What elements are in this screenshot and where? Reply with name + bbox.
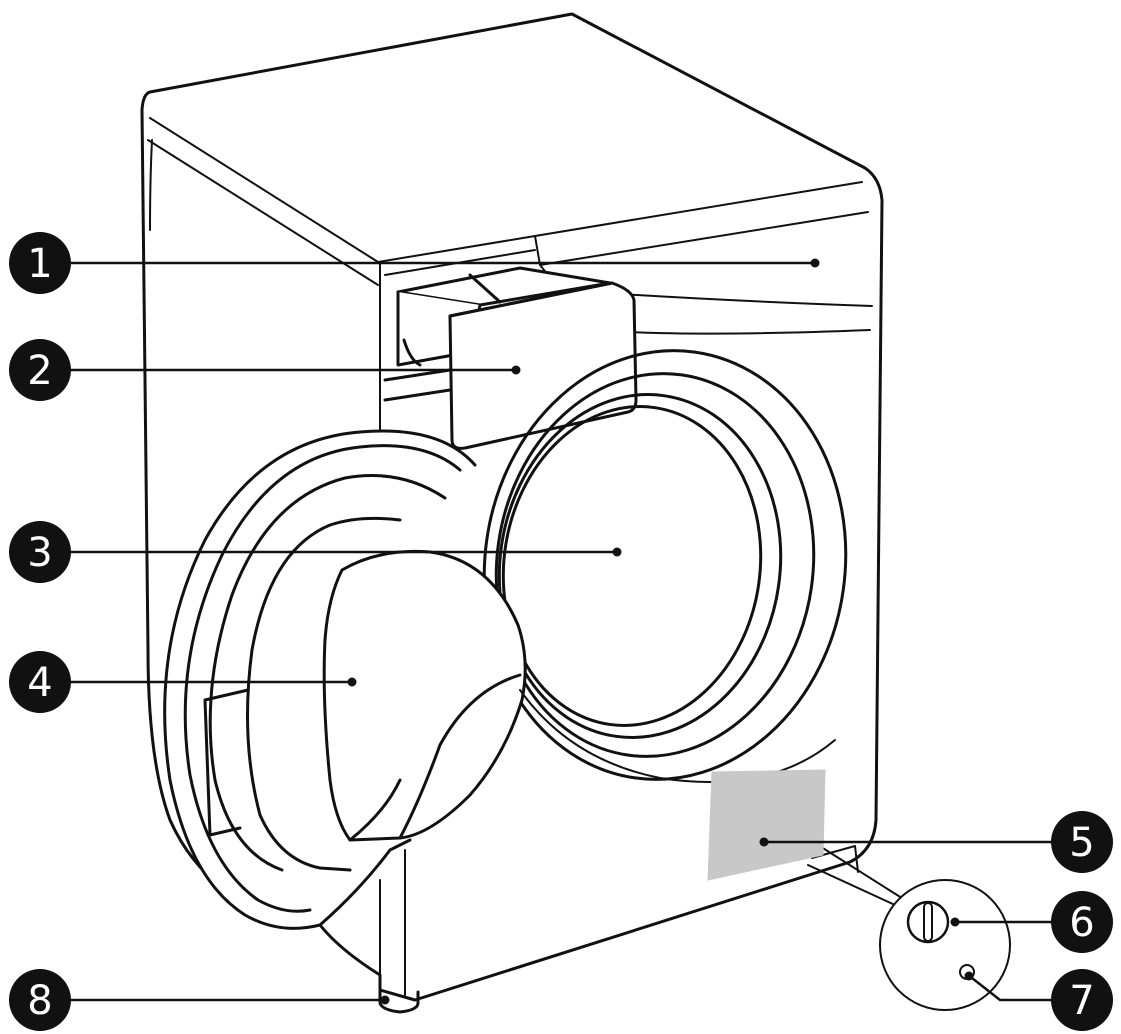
callout-number-2: 2 [27, 348, 52, 394]
cabinet-opening-edge [520, 690, 835, 782]
callout-number-1: 1 [27, 241, 52, 287]
callout-badge-6: 6 [1051, 891, 1113, 953]
callout-badge-8: 8 [9, 969, 71, 1031]
callout-badge-3: 3 [9, 521, 71, 583]
callout-number-7: 7 [1069, 978, 1094, 1024]
callout-badge-2: 2 [9, 339, 71, 401]
leader-dot-3 [613, 548, 622, 557]
door [165, 431, 526, 928]
leader-dot-6 [951, 918, 960, 927]
callout-number-3: 3 [27, 530, 52, 576]
callout-number-8: 8 [27, 978, 52, 1024]
rating-plate [708, 770, 825, 880]
leader-dot-5 [760, 838, 769, 847]
cabinet-top-front-edge [150, 118, 862, 262]
callout-number-6: 6 [1069, 900, 1094, 946]
leader-dot-7 [965, 972, 974, 981]
callout-badge-7: 7 [1051, 969, 1113, 1031]
callout-badge-1: 1 [9, 232, 71, 294]
leader-dot-2 [512, 366, 521, 375]
detergent-drawer [385, 268, 636, 448]
callout-number-4: 4 [27, 660, 52, 706]
bottom-panel-edge [380, 850, 405, 995]
leader-dot-4 [348, 678, 357, 687]
leader-dot-8 [381, 996, 390, 1005]
callout-number-5: 5 [1069, 820, 1094, 866]
callout-badge-5: 5 [1051, 811, 1113, 873]
callout-badge-4: 4 [9, 651, 71, 713]
cabinet-seam-left [150, 140, 152, 230]
leader-dot-1 [811, 259, 820, 268]
